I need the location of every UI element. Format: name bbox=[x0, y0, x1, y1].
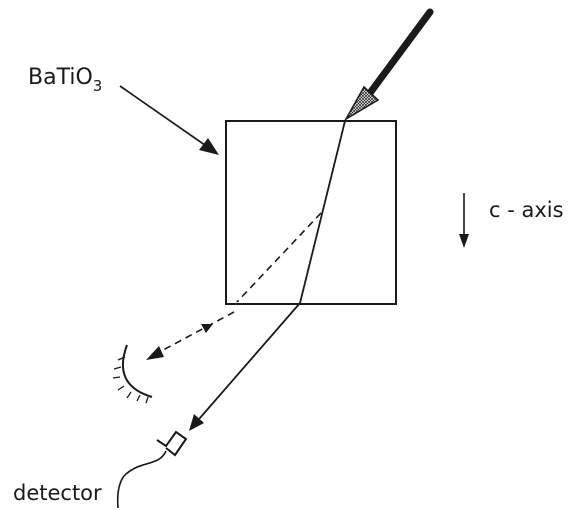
crystal-square bbox=[225, 120, 397, 305]
crystal-label: BaTiO3 bbox=[28, 65, 102, 95]
internal-reflected-beam bbox=[236, 212, 322, 303]
detector-icon bbox=[116, 430, 188, 509]
crystal-pointer-arrow bbox=[119, 85, 219, 155]
crystal-formula: BaTiO bbox=[28, 65, 93, 90]
refracted-beam bbox=[299, 120, 346, 304]
crystal-subscript: 3 bbox=[93, 77, 103, 95]
incident-beam bbox=[343, 8, 434, 122]
mirror-icon bbox=[112, 344, 153, 404]
c-axis-arrow bbox=[459, 193, 469, 248]
c-axis-label: c - axis bbox=[489, 198, 564, 222]
mirror-double-arrow bbox=[146, 311, 235, 360]
detector-label: detector bbox=[13, 481, 102, 505]
transmitted-beam bbox=[189, 302, 301, 431]
